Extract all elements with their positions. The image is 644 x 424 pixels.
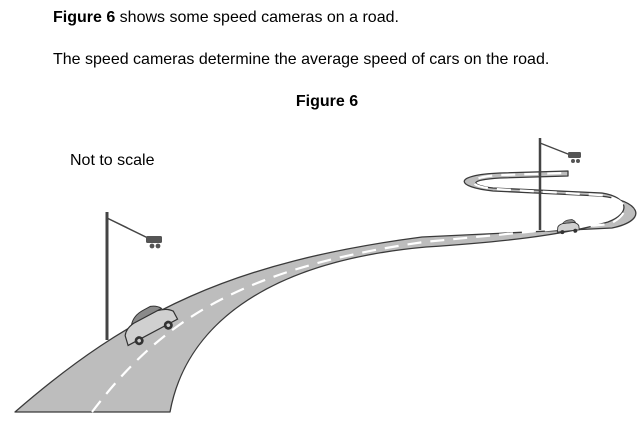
car-icon: [124, 305, 179, 347]
intro-sentence: shows some speed cameras on a road.: [115, 9, 399, 26]
description-text: The speed cameras determine the average …: [53, 51, 550, 68]
car-icon: [556, 219, 580, 235]
car-far: [556, 219, 580, 235]
speed-camera-near: [105, 212, 162, 340]
figure-title: Figure 6: [295, 93, 359, 110]
intro-text: Figure 6 shows some speed cameras on a r…: [53, 9, 399, 27]
camera-arm: [106, 217, 153, 241]
road-surface: [14, 170, 637, 413]
scale-note: Not to scale: [70, 152, 155, 169]
lane-marking: [91, 171, 626, 413]
figure-reference: Figure 6: [53, 9, 116, 26]
speed-camera-icon: [568, 152, 581, 163]
speed-camera-icon: [146, 236, 162, 249]
speed-camera-far: [538, 138, 581, 230]
camera-arm: [539, 142, 574, 157]
car-near: [124, 305, 179, 347]
